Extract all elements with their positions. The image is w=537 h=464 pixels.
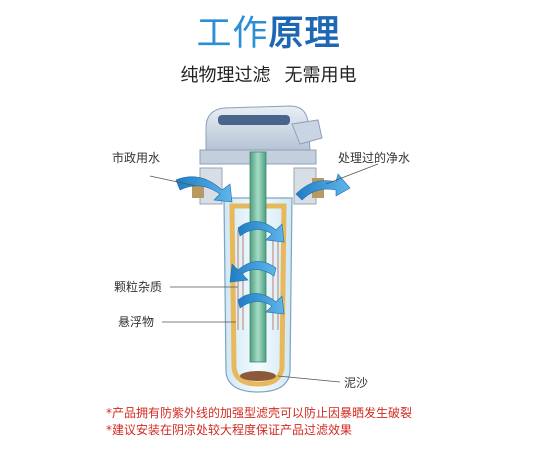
leader-lines (149, 163, 379, 383)
outlet-leader (325, 163, 379, 185)
page-subtitle: 纯物理过滤无需用电 (0, 64, 537, 88)
title-part-1: 工作 (196, 14, 269, 54)
swirl-arrow-2 (229, 261, 277, 283)
sediment-deposit (240, 371, 276, 381)
title-part-2: 原理 (268, 14, 341, 54)
label-particles: 颗粒杂质 (114, 280, 163, 294)
sediment-leader (277, 375, 341, 383)
label-inlet: 市政用水 (112, 151, 161, 165)
notes-block: *产品拥有防紫外线的加强型滤壳可以防止因暴晒发生破裂 *建议安装在阴凉处较大程度… (106, 405, 412, 439)
water-flow-arrows (175, 173, 351, 315)
inlet-leader (149, 175, 197, 187)
note-uv-housing: *产品拥有防紫外线的加强型滤壳可以防止因暴晒发生破裂 (106, 406, 413, 420)
label-sediment: 泥沙 (344, 376, 369, 390)
note-install-location: *建议安装在阴凉处较大程度保证产品过滤效果 (106, 423, 353, 437)
subtitle-part-1: 纯物理过滤 (180, 65, 271, 86)
inlet-arrow (175, 176, 233, 203)
swirl-arrow-3 (237, 293, 285, 315)
label-suspended: 悬浮物 (118, 315, 155, 329)
filter-core (249, 151, 267, 363)
outlet-arrow (295, 173, 351, 201)
page-title: 工作原理 (0, 12, 537, 56)
swirl-arrow-1 (237, 221, 285, 243)
subtitle-part-2: 无需用电 (284, 65, 357, 86)
label-outlet: 处理过的净水 (338, 151, 411, 165)
